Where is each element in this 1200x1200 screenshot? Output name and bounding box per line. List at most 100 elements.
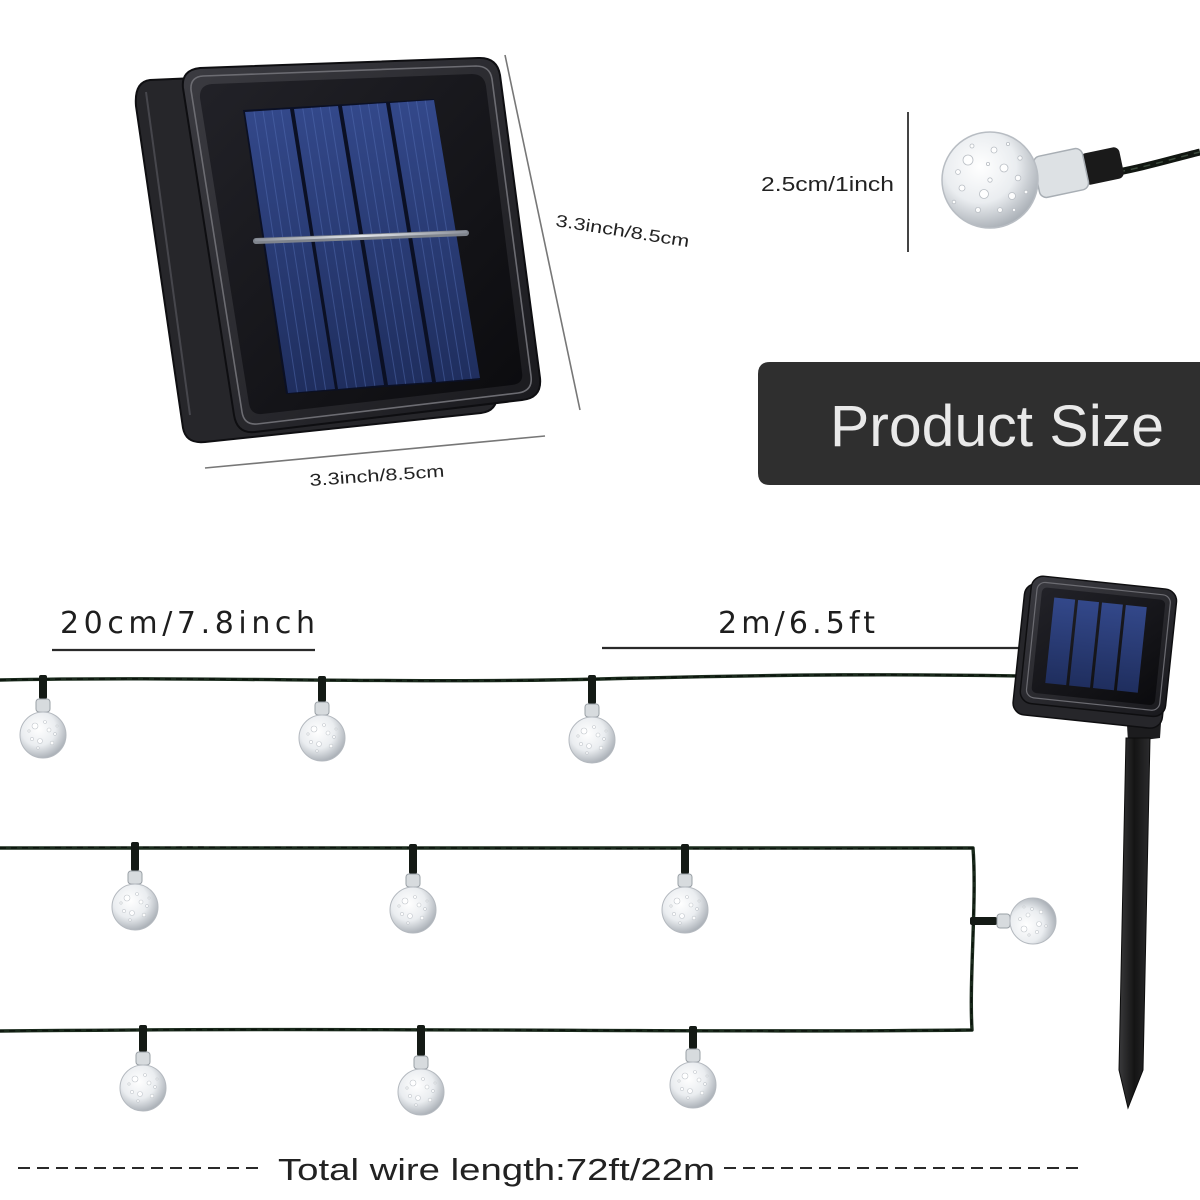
busbar bbox=[253, 230, 469, 244]
bulb-bubble bbox=[576, 734, 580, 738]
bulb-bubble bbox=[127, 1082, 131, 1086]
bulb-bubble bbox=[143, 1073, 147, 1077]
led-bulb-icon bbox=[111, 842, 159, 931]
product-size-title: Product Size bbox=[830, 394, 1164, 459]
led-bulb-icon bbox=[661, 844, 709, 934]
bulb-bubble bbox=[325, 730, 331, 736]
bulb-bubble bbox=[955, 169, 961, 175]
bulb-bubble bbox=[1018, 917, 1022, 921]
bulb-bubble bbox=[1022, 905, 1026, 909]
bulb-bubble bbox=[1020, 925, 1028, 933]
bulb-bubble bbox=[681, 1072, 689, 1080]
bulb-globe bbox=[389, 886, 437, 934]
bulb-bubble bbox=[1036, 921, 1042, 927]
cell-line bbox=[415, 101, 463, 380]
lead-wire-label: 2m/6.5ft bbox=[718, 606, 875, 641]
bulb-bubble bbox=[328, 743, 334, 749]
bulb-bubble bbox=[703, 1082, 707, 1086]
wire-row-1-twist bbox=[0, 674, 1025, 682]
bulb-globe bbox=[661, 886, 709, 934]
bulb-bubble bbox=[414, 1103, 418, 1107]
bulb-bubble bbox=[332, 735, 336, 739]
cell-line bbox=[367, 104, 415, 384]
bulb-bubble bbox=[693, 1070, 697, 1074]
bulb-bubble bbox=[53, 732, 57, 736]
solar-cell-strip bbox=[245, 109, 335, 393]
bulb-bubble bbox=[309, 740, 313, 744]
bulb-bubble bbox=[685, 895, 689, 899]
bulb-bubble bbox=[592, 725, 596, 729]
led-bulb-icon bbox=[298, 676, 346, 762]
bulb-bubble bbox=[423, 907, 427, 911]
cell-line bbox=[319, 107, 367, 387]
bulb-bubble bbox=[409, 1079, 417, 1087]
bulb-bubble bbox=[679, 913, 685, 919]
bulb-bubble bbox=[1023, 189, 1029, 195]
bulb-bubble bbox=[131, 1075, 139, 1083]
bulb-bubble bbox=[425, 899, 429, 903]
bulb-bubble bbox=[962, 154, 974, 166]
led-bulb-icon bbox=[19, 675, 67, 759]
bulb-bubble bbox=[1025, 912, 1031, 918]
bulb-bubble bbox=[1014, 174, 1022, 182]
cell-line bbox=[311, 107, 357, 388]
bulb-socket bbox=[314, 701, 330, 716]
bulb-bubble bbox=[697, 899, 701, 903]
bulb-bubble bbox=[315, 749, 319, 753]
closeup-wire-twist bbox=[1117, 151, 1200, 173]
bulb-bubble bbox=[55, 724, 59, 728]
bulb-globe bbox=[19, 711, 67, 759]
bulb-bubble bbox=[687, 1088, 693, 1094]
bulb-bubble bbox=[37, 738, 43, 744]
bulb-bubble bbox=[969, 143, 975, 149]
bulb-socket bbox=[996, 913, 1011, 929]
ground-stake-icon bbox=[1118, 737, 1151, 1110]
bulbs bbox=[19, 675, 1057, 1116]
bulb-bubble bbox=[691, 915, 697, 921]
solar-cells bbox=[245, 100, 480, 393]
bulb-bubble bbox=[407, 913, 413, 919]
bulb-bubble bbox=[136, 1099, 140, 1103]
panel-height-dimension-line bbox=[504, 54, 581, 411]
panel-width-label: 3.3inch/8.5cm bbox=[309, 462, 445, 490]
bulb-bubble bbox=[30, 737, 34, 741]
bulb-bubble bbox=[1030, 907, 1034, 911]
string-wire bbox=[0, 673, 1026, 1033]
bulb-bubble bbox=[595, 732, 601, 738]
bulb-bubble bbox=[1027, 933, 1031, 937]
bulb-lead bbox=[131, 842, 139, 871]
bulb-socket bbox=[677, 873, 693, 888]
bulb-bubble bbox=[579, 742, 583, 746]
bulb-bubble bbox=[306, 732, 310, 736]
bulb-bubble bbox=[415, 1095, 421, 1101]
bulb-bubble bbox=[128, 918, 132, 922]
bulb-bubble bbox=[31, 722, 39, 730]
bulb-bubble bbox=[416, 902, 422, 908]
bulb-bubble bbox=[424, 1084, 430, 1090]
bulb-socket bbox=[127, 870, 143, 885]
cell-line bbox=[328, 106, 376, 386]
cell-line bbox=[271, 110, 317, 391]
bulb-bubble bbox=[669, 904, 673, 908]
bulb-bubble bbox=[135, 892, 139, 896]
wire-row-2-3 bbox=[0, 845, 976, 1033]
bulb-bubble bbox=[1006, 141, 1011, 146]
cell-line bbox=[350, 105, 398, 385]
cell-line bbox=[424, 100, 472, 379]
bulb-bubble bbox=[1012, 207, 1017, 212]
bulb-bubble bbox=[138, 899, 144, 905]
bulb-bubble bbox=[686, 1096, 690, 1100]
bulb-bubble bbox=[1044, 924, 1048, 928]
bulb-bubble bbox=[699, 1090, 705, 1096]
bulb-bubble bbox=[979, 189, 989, 199]
bulb-lead bbox=[417, 1025, 425, 1056]
bulb-socket bbox=[584, 703, 600, 718]
bulb-bubble bbox=[598, 745, 604, 751]
cell-line bbox=[253, 111, 298, 393]
panel-height-label: 3.3inch/8.5cm bbox=[554, 211, 690, 251]
bulb-spacing-label: 20cm/7.8inch bbox=[60, 606, 315, 641]
small-panel-bezel bbox=[1025, 581, 1171, 711]
bulb-bubble bbox=[413, 895, 417, 899]
bulb-bubble bbox=[997, 207, 1003, 213]
bulb-bubble bbox=[322, 723, 326, 727]
